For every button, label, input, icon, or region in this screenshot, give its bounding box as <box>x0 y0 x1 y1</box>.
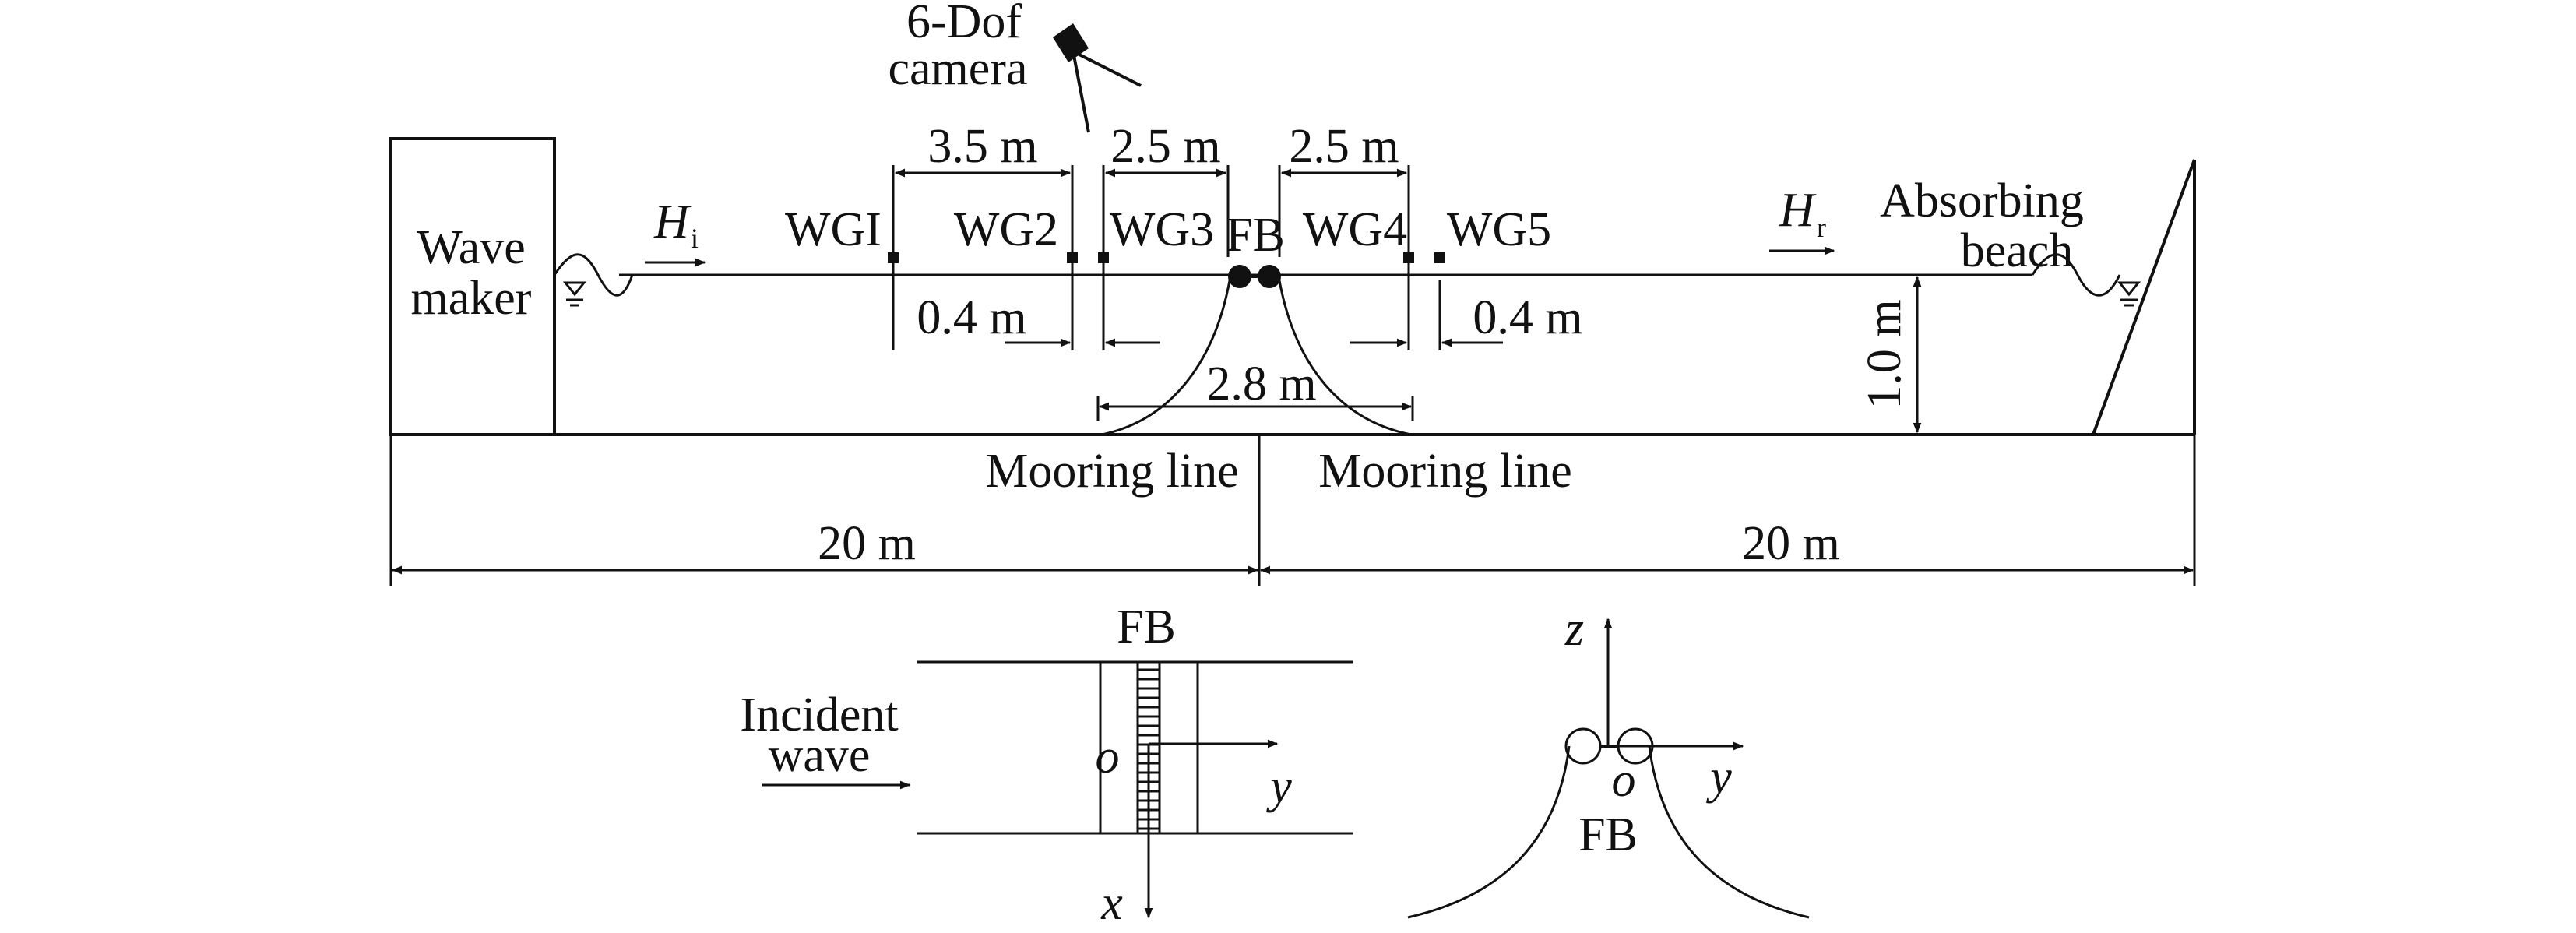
plan-view: FB Incident wave o y x <box>740 600 1353 930</box>
dim-label-wg4-wg5: 0.4 m <box>1473 291 1582 344</box>
dim-label-left-length: 20 m <box>818 517 916 570</box>
hi-subscript: i <box>691 223 699 254</box>
side-z-label: z <box>1564 603 1584 656</box>
hi-label: H <box>653 195 692 248</box>
side-floating-body <box>1564 727 1654 765</box>
plan-x-label: x <box>1100 877 1123 930</box>
dim-label-wg2-wg3: 0.4 m <box>917 291 1026 344</box>
dim-label-wg3-fb: 2.5 m <box>1110 120 1220 173</box>
side-origin-label: o <box>1612 754 1636 807</box>
dim-label-wg1-wg2: 3.5 m <box>927 120 1037 173</box>
floating-body <box>1228 265 1281 288</box>
dim-label-right-length: 20 m <box>1742 517 1840 570</box>
beach-still-water-level-icon <box>2117 281 2141 307</box>
side-fb-label: FB <box>1578 808 1638 861</box>
wave-gauge-3: WG3 <box>1098 203 1214 263</box>
dim-label-anchor-span: 2.8 m <box>1206 357 1316 410</box>
wave-maker-label-2: maker <box>411 272 532 325</box>
wave-gauge-5: WG5 <box>1434 203 1551 263</box>
plan-y-label: y <box>1265 760 1292 813</box>
wave-gauge-label: WG5 <box>1447 203 1551 256</box>
wave-gauge-label: WG3 <box>1110 203 1214 256</box>
hr-label: H <box>1779 184 1817 237</box>
hr-subscript: r <box>1817 212 1826 243</box>
absorbing-beach-slope <box>2092 159 2196 435</box>
camera-icon <box>1053 23 1142 133</box>
beach-wave-curve <box>2031 253 2121 297</box>
flume-elevation: Wave maker Absorbing beach H i H <box>389 0 2196 586</box>
plan-origin-label: o <box>1096 731 1120 783</box>
side-y-label: y <box>1705 751 1732 804</box>
side-mooring-left <box>1407 745 1571 919</box>
incident-wave-label-1: Incident <box>740 688 898 741</box>
camera-label-2: camera <box>889 42 1028 95</box>
mooring-line-label-left: Mooring line <box>985 445 1238 498</box>
wave-gauge-label: WGI <box>785 203 882 256</box>
mooring-line-right-curve <box>1277 276 1412 436</box>
dim-label-fb-wg4: 2.5 m <box>1289 120 1399 173</box>
wave-gauge-2: WG2 <box>954 203 1078 263</box>
wave-gauge-label: WG2 <box>954 203 1058 256</box>
wave-maker-label-1: Wave <box>417 221 526 274</box>
wave-gauge-4: WG4 <box>1303 203 1414 263</box>
mooring-line-label-right: Mooring line <box>1318 445 1571 498</box>
dim-label-water-depth: 1.0 m <box>1858 299 1911 409</box>
fb-label: FB <box>1226 209 1285 262</box>
plan-fb-label: FB <box>1117 600 1176 653</box>
absorbing-beach-label-1: Absorbing <box>1880 174 2084 227</box>
side-mooring-right <box>1648 745 1810 919</box>
side-view: z y o FB <box>1407 603 1810 919</box>
camera-label-1: 6-Dof <box>906 0 1022 48</box>
incident-wave-curve <box>553 253 634 297</box>
incident-wave-label-2: wave <box>769 729 871 782</box>
wave-gauge-1: WGI <box>785 203 899 263</box>
wave-gauge-label: WG4 <box>1303 203 1407 256</box>
still-water-level-icon <box>562 281 587 307</box>
mooring-line-left-curve <box>1101 276 1232 436</box>
absorbing-beach-label-2: beach <box>1961 224 2074 277</box>
